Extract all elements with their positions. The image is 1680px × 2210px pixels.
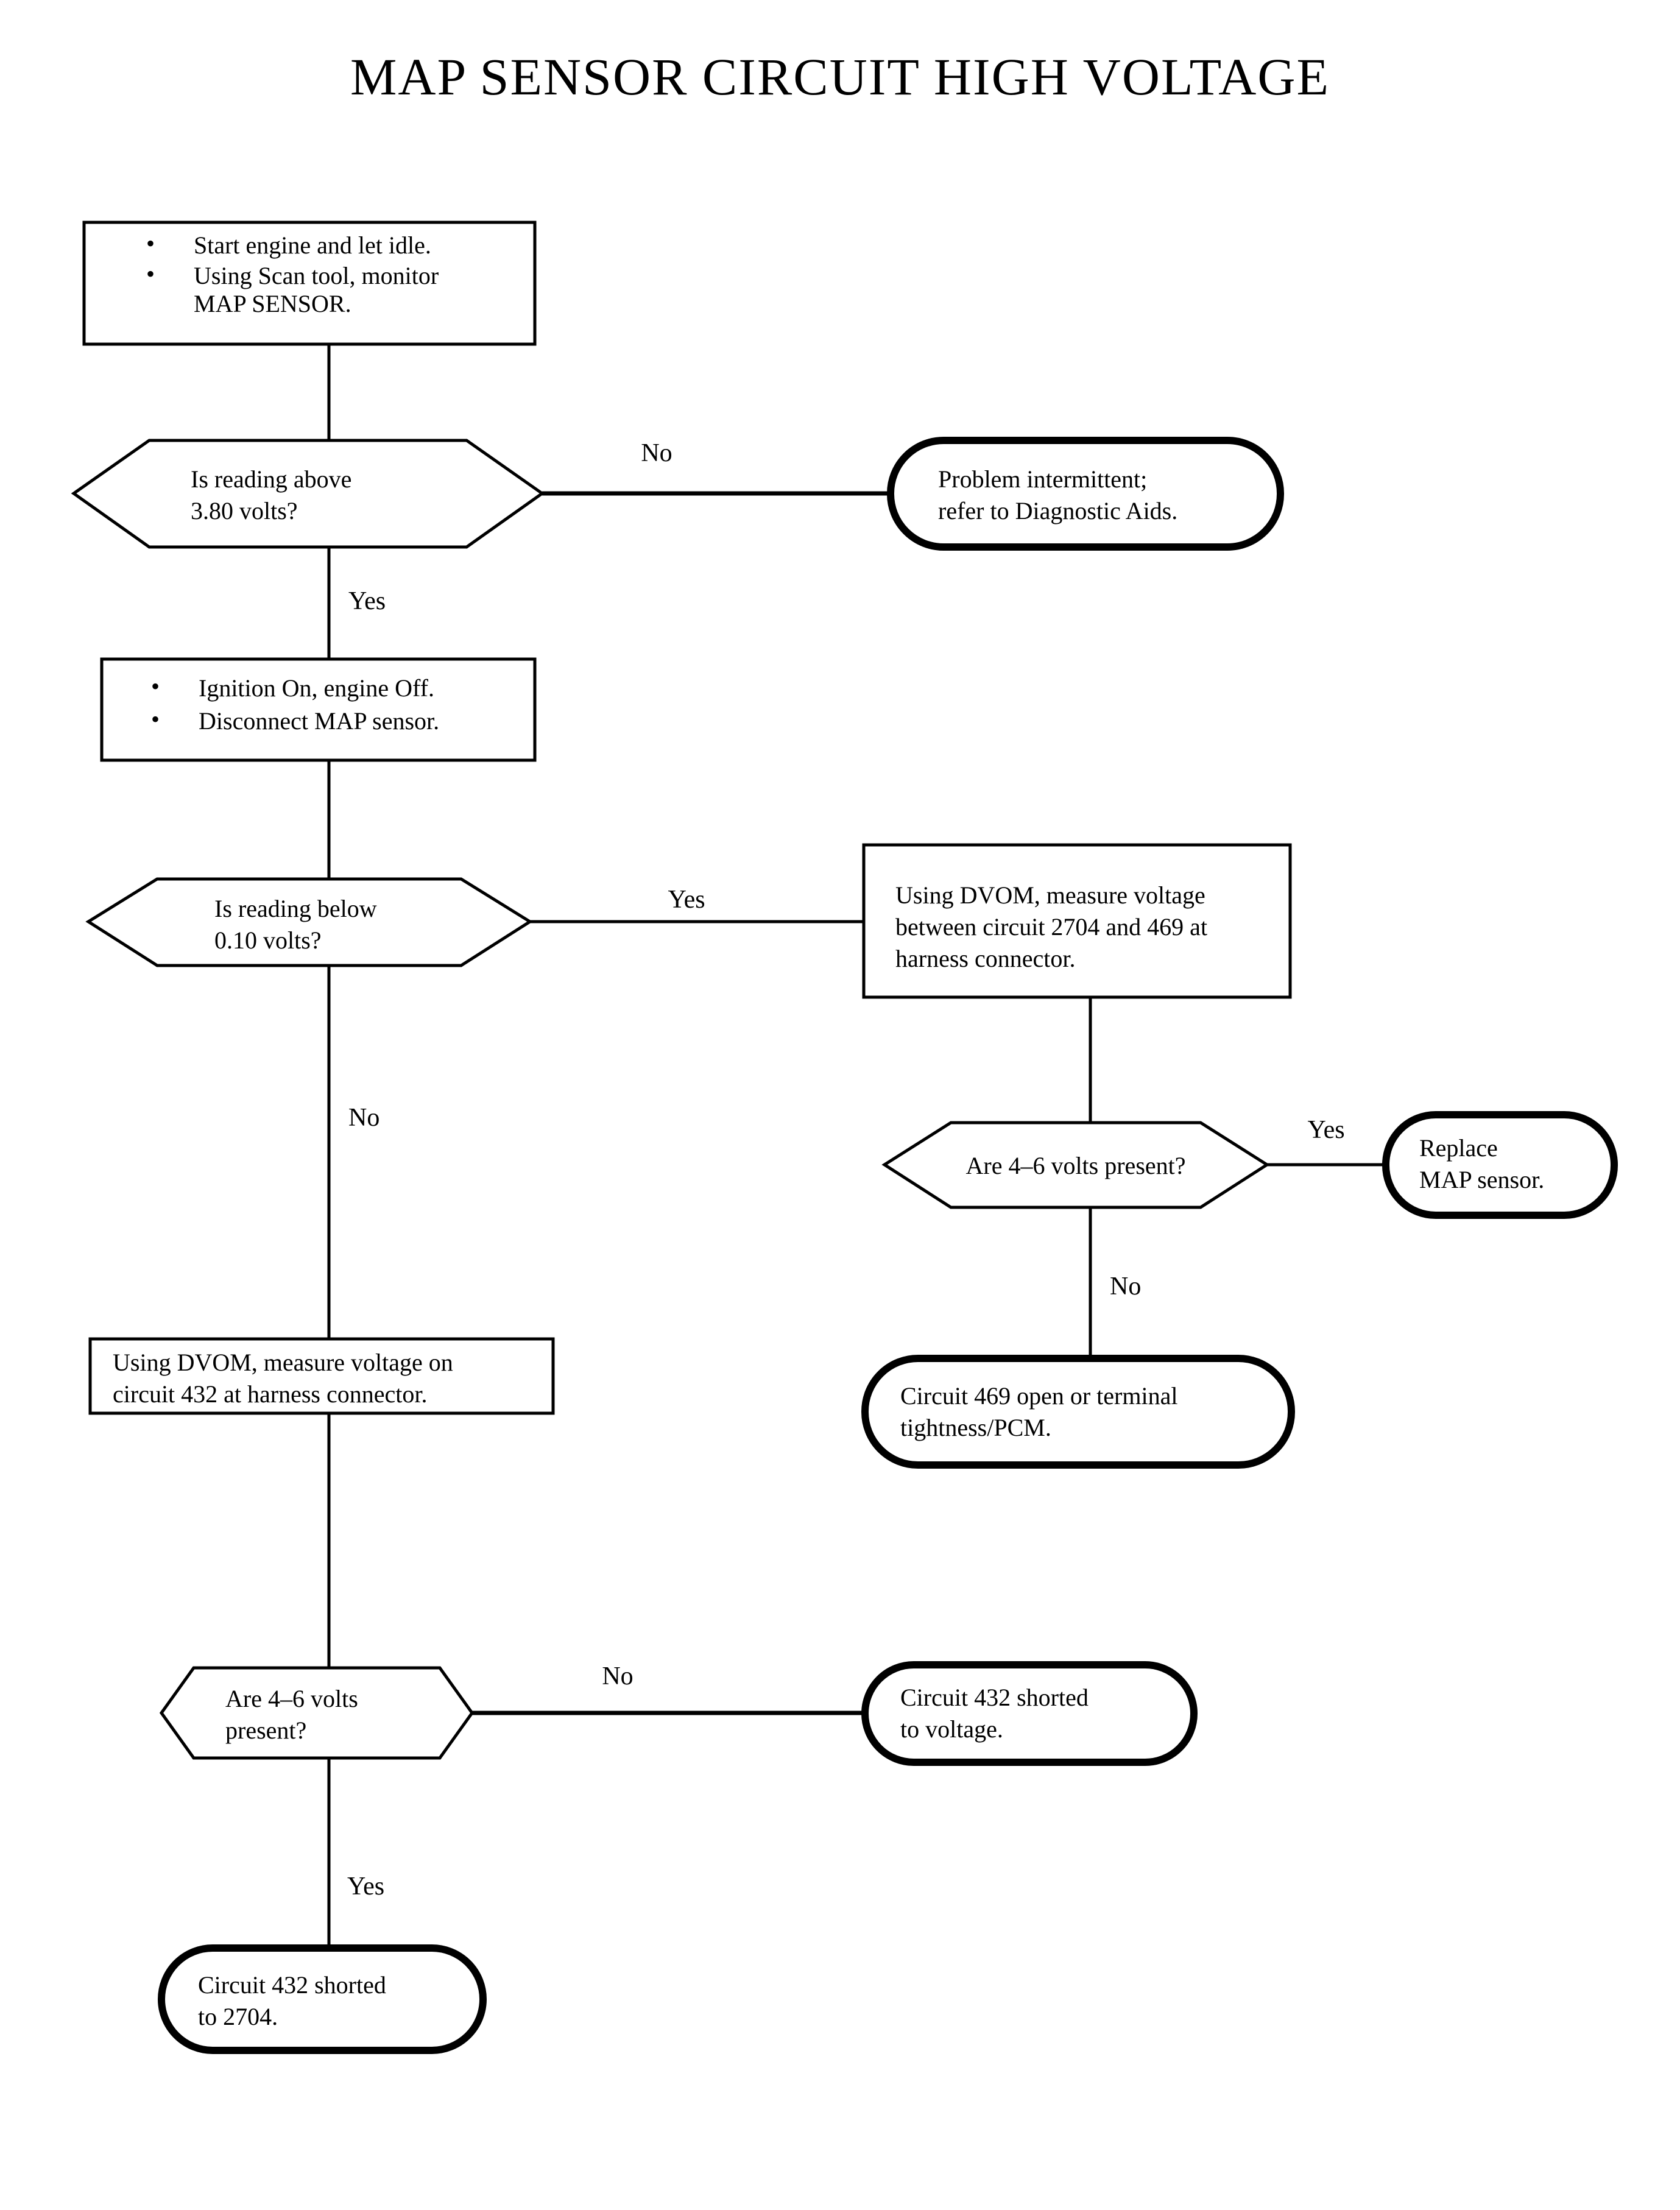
node-is-reading-above-380[interactable]: Is reading above 3.80 volts?	[71, 439, 545, 549]
node-is-reading-above-380-line2: 3.80 volts?	[191, 497, 298, 524]
node-start-engine[interactable]: • Start engine and let idle. • Using Sca…	[82, 221, 537, 346]
edge-label-n11-no: No	[602, 1662, 633, 1690]
node-measure-2704-469-shape	[862, 843, 1292, 999]
node-problem-intermittent-shape	[887, 437, 1284, 551]
node-problem-intermittent-line2: refer to Diagnostic Aids.	[938, 497, 1177, 524]
edge-label-n2-no: No	[641, 439, 672, 467]
node-start-engine-line3: MAP SENSOR.	[194, 290, 351, 317]
node-measure-2704-469-line2: between circuit 2704 and 469 at	[895, 913, 1207, 941]
page-title: MAP SENSOR CIRCUIT HIGH VOLTAGE	[350, 48, 1330, 106]
node-are-4-6-volts-present-upper[interactable]: Are 4–6 volts present?	[881, 1121, 1270, 1209]
node-is-reading-above-380-line1: Is reading above	[191, 465, 351, 493]
node-measure-2704-469[interactable]: Using DVOM, measure voltage between circ…	[862, 843, 1292, 999]
edge-label-n11-yes: Yes	[347, 1873, 384, 1901]
node-replace-map-sensor-line1: Replace	[1419, 1134, 1498, 1162]
node-ignition-on-line1: Ignition On, engine Off.	[199, 674, 434, 702]
bullet-icon: •	[151, 705, 160, 733]
node-measure-432-line1: Using DVOM, measure voltage on	[113, 1349, 453, 1376]
edge-label-n5-yes: Yes	[668, 886, 705, 914]
node-replace-map-sensor-line2: MAP sensor.	[1419, 1166, 1544, 1193]
node-measure-2704-469-line1: Using DVOM, measure voltage	[895, 881, 1205, 909]
node-are-4-6-volts-present-lower-line2: present?	[225, 1717, 306, 1744]
node-problem-intermittent-line1: Problem intermittent;	[938, 465, 1147, 493]
node-circuit-432-shorted-to-voltage-line2: to voltage.	[900, 1715, 1003, 1743]
node-measure-432-shape	[88, 1337, 555, 1415]
node-measure-2704-469-line3: harness connector.	[895, 945, 1075, 972]
node-are-4-6-volts-present-lower[interactable]: Are 4–6 volts present?	[159, 1666, 475, 1760]
node-circuit-432-shorted-to-2704-line1: Circuit 432 shorted	[198, 1971, 386, 1999]
node-ignition-on[interactable]: • Ignition On, engine Off. • Disconnect …	[100, 657, 537, 762]
edge-label-n7-no: No	[1110, 1273, 1141, 1301]
node-problem-intermittent[interactable]: Problem intermittent; refer to Diagnosti…	[887, 437, 1284, 551]
node-is-reading-below-010[interactable]: Is reading below 0.10 volts?	[85, 877, 533, 967]
node-measure-432[interactable]: Using DVOM, measure voltage on circuit 4…	[88, 1337, 555, 1415]
node-measure-432-line2: circuit 432 at harness connector.	[113, 1380, 427, 1408]
node-circuit-432-shorted-to-voltage[interactable]: Circuit 432 shorted to voltage.	[861, 1661, 1198, 1766]
node-replace-map-sensor[interactable]: Replace MAP sensor.	[1382, 1111, 1618, 1219]
edge-label-n2-yes: Yes	[348, 587, 386, 615]
node-circuit-432-shorted-to-2704-shape	[158, 1944, 487, 2054]
node-ignition-on-shape	[100, 657, 537, 762]
edge-label-n7-yes: Yes	[1307, 1116, 1344, 1144]
bullet-icon: •	[146, 230, 155, 257]
node-are-4-6-volts-present-lower-line1: Are 4–6 volts	[225, 1685, 358, 1712]
node-are-4-6-volts-present-upper-line1: Are 4–6 volts present?	[965, 1152, 1185, 1179]
node-is-reading-below-010-line2: 0.10 volts?	[214, 927, 322, 954]
node-circuit-469-open[interactable]: Circuit 469 open or terminal tightness/P…	[861, 1355, 1295, 1469]
node-circuit-432-shorted-to-voltage-shape	[861, 1661, 1198, 1766]
node-replace-map-sensor-shape	[1382, 1111, 1618, 1219]
node-circuit-432-shorted-to-voltage-line1: Circuit 432 shorted	[900, 1684, 1089, 1711]
bullet-icon: •	[146, 260, 155, 288]
node-ignition-on-line2: Disconnect MAP sensor.	[199, 707, 439, 735]
node-start-engine-shape	[82, 221, 537, 346]
node-circuit-432-shorted-to-2704-line2: to 2704.	[198, 2003, 278, 2030]
node-start-engine-line2: Using Scan tool, monitor	[194, 262, 439, 289]
node-are-4-6-volts-present-upper-shape	[881, 1121, 1270, 1209]
node-is-reading-above-380-shape	[71, 439, 545, 549]
node-circuit-432-shorted-to-2704[interactable]: Circuit 432 shorted to 2704.	[158, 1944, 487, 2054]
node-is-reading-below-010-shape	[85, 877, 533, 967]
node-circuit-469-open-shape	[861, 1355, 1295, 1469]
bullet-icon: •	[151, 673, 160, 700]
node-is-reading-below-010-line1: Is reading below	[214, 895, 377, 922]
node-circuit-469-open-line1: Circuit 469 open or terminal	[900, 1382, 1177, 1410]
node-start-engine-line1: Start engine and let idle.	[194, 231, 431, 259]
edge-label-n5-no: No	[348, 1104, 379, 1132]
node-circuit-469-open-line2: tightness/PCM.	[900, 1414, 1051, 1441]
node-are-4-6-volts-present-lower-shape	[159, 1666, 475, 1760]
